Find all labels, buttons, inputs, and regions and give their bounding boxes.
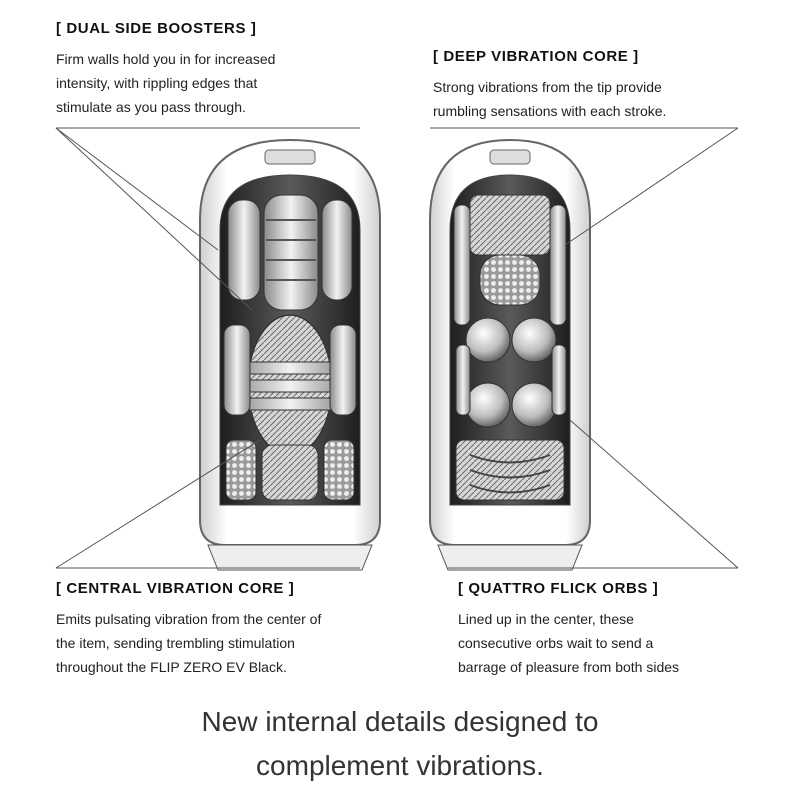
- callout-leader-lines: [55, 127, 739, 569]
- text-line: Emits pulsating vibration from the cente…: [56, 611, 322, 627]
- text-line: Firm walls hold you in for increased: [56, 51, 276, 67]
- callout-title: [ CENTRAL VIBRATION CORE ]: [56, 580, 295, 597]
- text-line: barrage of pleasure from both sides: [458, 659, 680, 675]
- callout-title: [ DUAL SIDE BOOSTERS ]: [56, 20, 257, 37]
- tagline-line: New internal details designed to: [201, 706, 599, 737]
- text-line: stimulate as you pass through.: [56, 99, 246, 115]
- callout-deep-vibration-core: [ DEEP VIBRATION CORE ] Strong vibration…: [433, 48, 763, 123]
- left-product-cutaway: [199, 138, 381, 571]
- callout-title: [ DEEP VIBRATION CORE ]: [433, 48, 639, 65]
- text-line: the item, sending trembling stimulation: [56, 635, 295, 651]
- text-line: rumbling sensations with each stroke.: [433, 103, 667, 119]
- text-line: Strong vibrations from the tip provide: [433, 79, 662, 95]
- text-line: intensity, with rippling edges that: [56, 75, 258, 91]
- callout-title: [ QUATTRO FLICK ORBS ]: [458, 580, 659, 597]
- tagline-line: complement vibrations.: [256, 750, 544, 781]
- callout-text: Firm walls hold you in for increased int…: [56, 47, 376, 119]
- tagline: New internal details designed to complem…: [0, 700, 800, 788]
- callout-central-vibration-core: [ CENTRAL VIBRATION CORE ] Emits pulsati…: [56, 580, 396, 679]
- right-product-cutaway: [429, 138, 591, 571]
- text-line: consecutive orbs wait to send a: [458, 635, 654, 651]
- callout-quattro-flick-orbs: [ QUATTRO FLICK ORBS ] Lined up in the c…: [458, 580, 778, 679]
- text-line: Lined up in the center, these: [458, 611, 634, 627]
- callout-text: Emits pulsating vibration from the cente…: [56, 607, 396, 679]
- callout-dual-side-boosters: [ DUAL SIDE BOOSTERS ] Firm walls hold y…: [56, 20, 376, 119]
- text-line: throughout the FLIP ZERO EV Black.: [56, 659, 287, 675]
- callout-text: Strong vibrations from the tip provide r…: [433, 75, 763, 123]
- callout-text: Lined up in the center, these consecutiv…: [458, 607, 778, 679]
